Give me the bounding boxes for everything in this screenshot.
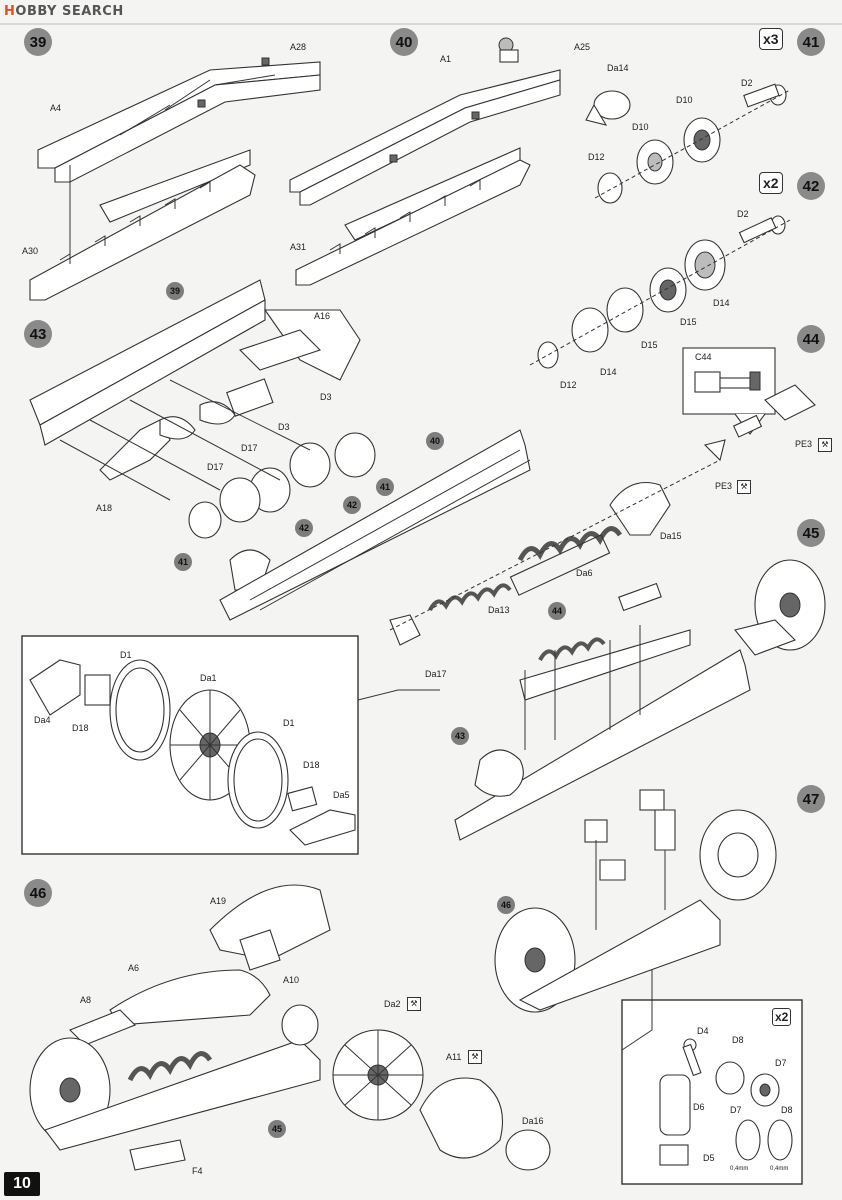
step-43-badge: 43 <box>24 320 52 348</box>
part-label: A16 <box>314 311 331 321</box>
ref-step-41: 41 <box>376 478 394 496</box>
part-label: A30 <box>22 246 39 256</box>
resin-part-icon: ⚒ <box>468 1050 482 1064</box>
step40-rail <box>289 37 631 286</box>
ref-step-44: 44 <box>548 602 566 620</box>
step-46-badge: 46 <box>24 879 52 907</box>
ref-step-46: 46 <box>497 896 515 914</box>
part-label: D18 <box>303 760 320 770</box>
part-label: A18 <box>96 503 113 513</box>
step-45-badge: 45 <box>797 519 825 547</box>
part-label: D1 <box>283 718 295 728</box>
part-label: Da5 <box>333 790 350 800</box>
step-47-badge: 47 <box>797 785 825 813</box>
part-label: A6 <box>128 963 140 973</box>
part-label: A28 <box>290 42 307 52</box>
page-number: 10 <box>4 1172 40 1196</box>
part-label: Da14 <box>607 63 629 73</box>
part-label: Da4 <box>34 715 51 725</box>
step43-suspension <box>29 279 531 621</box>
part-label: D7 <box>730 1105 742 1115</box>
part-label: A10 <box>283 975 300 985</box>
part-label: D12 <box>588 152 605 162</box>
part-label: Da13 <box>488 605 510 615</box>
part-label: D4 <box>697 1026 709 1036</box>
part-label: Da1 <box>200 673 217 683</box>
step46-assembly <box>29 884 551 1171</box>
ref-step-39: 39 <box>166 282 184 300</box>
part-label: D8 <box>732 1035 744 1045</box>
resin-part-icon: ⚒ <box>407 997 421 1011</box>
part-label: D6 <box>693 1102 705 1112</box>
part-label: D15 <box>641 340 658 350</box>
ref-step-42: 42 <box>295 519 313 537</box>
part-label: Da16 <box>522 1116 544 1126</box>
step45-hull <box>454 559 826 841</box>
thickness-note: 0,4mm <box>770 1166 789 1172</box>
part-label: D17 <box>241 443 258 453</box>
quantity-x3: x3 <box>759 28 783 50</box>
photo-etch-icon: ⚒ <box>737 480 751 494</box>
step47-inset <box>621 970 803 1185</box>
part-label: D10 <box>632 122 649 132</box>
wheel-inset <box>21 635 440 855</box>
part-label: D14 <box>713 298 730 308</box>
part-label: A19 <box>210 896 227 906</box>
part-label: C44 <box>695 352 712 362</box>
part-label: A8 <box>80 995 92 1005</box>
ref-step-45: 45 <box>268 1120 286 1138</box>
part-label: D3 <box>320 392 332 402</box>
part-label: A25 <box>574 42 591 52</box>
part-label: Da6 <box>576 568 593 578</box>
step-42-badge: 42 <box>797 172 825 200</box>
part-label: Da17 <box>425 669 447 679</box>
quantity-x2: x2 <box>759 172 783 194</box>
part-label: A31 <box>290 242 307 252</box>
part-label: D8 <box>781 1105 793 1115</box>
ref-step-40: 40 <box>426 432 444 450</box>
ref-step-41: 41 <box>174 553 192 571</box>
part-label: D2 <box>741 78 753 88</box>
part-label: A4 <box>50 103 62 113</box>
part-label: D3 <box>278 422 290 432</box>
part-label: A1 <box>440 54 452 64</box>
step47-assembly <box>494 789 777 1013</box>
part-label: D14 <box>600 367 617 377</box>
ref-step-42: 42 <box>343 496 361 514</box>
part-label: D1 <box>120 650 132 660</box>
photo-etch-icon: ⚒ <box>818 438 832 452</box>
watermark: HOBBY SEARCH <box>4 4 124 19</box>
part-label: D18 <box>72 723 89 733</box>
thickness-note: 0,4mm <box>730 1166 749 1172</box>
step42-wheel-set <box>529 215 791 369</box>
part-label: D2 <box>737 209 749 219</box>
step-40-badge: 40 <box>390 28 418 56</box>
part-label: A11 <box>446 1052 462 1062</box>
part-label: D5 <box>703 1153 715 1163</box>
quantity-x2-inset: x2 <box>772 1008 792 1026</box>
part-label: F4 <box>192 1166 203 1176</box>
ref-step-43: 43 <box>451 727 469 745</box>
step41-wheel-set <box>594 83 791 204</box>
part-label: PE3 <box>795 439 813 449</box>
part-label: D12 <box>560 380 577 390</box>
part-label: D7 <box>775 1058 787 1068</box>
part-label: Da15 <box>660 531 682 541</box>
part-label: D10 <box>676 95 693 105</box>
step-39-badge: 39 <box>24 28 52 56</box>
part-label: PE3 <box>715 481 733 491</box>
step-44-badge: 44 <box>797 325 825 353</box>
step39-rail <box>29 57 321 301</box>
step44-spring <box>389 347 816 646</box>
part-label: D15 <box>680 317 697 327</box>
part-label: Da2 <box>384 999 401 1009</box>
part-label: D17 <box>207 462 224 472</box>
step-41-badge: 41 <box>797 28 825 56</box>
